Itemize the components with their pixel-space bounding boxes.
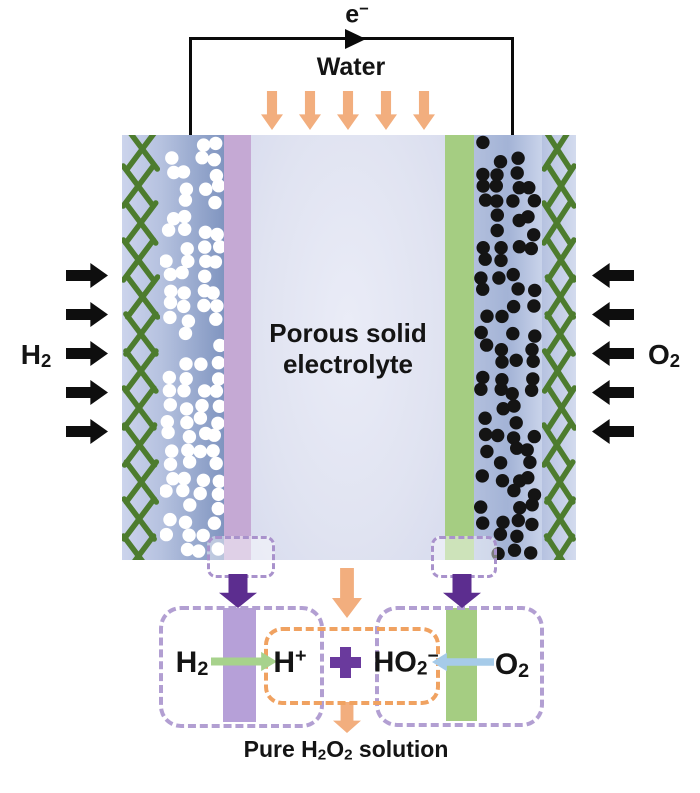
cathode-flow-field-mesh	[542, 135, 576, 560]
cem-zoom-arrow-icon	[219, 574, 257, 608]
plus-icon: +	[330, 647, 361, 678]
o2-inflow-arrow-icon	[592, 341, 634, 366]
h2-feed-label: H2	[20, 339, 52, 371]
h2-inflow-arrow-icon	[66, 263, 108, 288]
porous-solid-electrolyte-region: Porous solid electrolyte	[251, 135, 445, 560]
cathode-reaction-box	[375, 606, 544, 727]
electrolyte-label: Porous solid electrolyte	[269, 318, 427, 379]
product-outflow-arrow-icon	[333, 702, 361, 733]
anode-reaction-box	[159, 606, 324, 728]
reaction-ho2-label: HO2−	[373, 646, 439, 680]
o2-inflow-arrow-icon	[592, 302, 634, 327]
h2-inflow-arrow-icon	[66, 380, 108, 405]
h2-inflow-arrow-icon	[66, 341, 108, 366]
catalyst-particles-icon	[160, 136, 224, 558]
o2-feed-label: O2	[647, 339, 681, 371]
reaction-h2-label: H2	[175, 646, 209, 681]
cation-exchange-layer	[224, 135, 251, 560]
cem-callout-box	[207, 536, 275, 578]
h2-inflow-arrow-icon	[66, 302, 108, 327]
product-label: Pure H2O2 solution	[243, 736, 449, 764]
water-label: Water	[316, 53, 386, 81]
mesh-x-pattern-icon	[122, 135, 160, 560]
h2-inflow-arrow-icon	[66, 419, 108, 444]
reaction-hplus-label: H+	[273, 645, 307, 679]
electron-label: e−	[345, 0, 369, 29]
o2-inflow-arrow-icon	[592, 380, 634, 405]
anode-flow-field-mesh	[122, 135, 160, 560]
electrochemical-cell: Porous solid electrolyte	[122, 135, 576, 560]
reaction-o2-label: O2	[494, 648, 530, 683]
o2-inflow-arrow-icon	[592, 419, 634, 444]
cathode-catalyst-layer	[474, 135, 542, 560]
electron-flow-arrowhead-icon	[345, 29, 366, 49]
anion-exchange-layer	[445, 135, 474, 560]
o2-inflow-arrow-icon	[592, 263, 634, 288]
water-flow-arrow-icon	[332, 568, 362, 618]
mesh-x-pattern-icon	[542, 135, 576, 560]
aem-callout-box	[431, 536, 497, 578]
catalyst-particles-icon	[474, 135, 542, 560]
anode-catalyst-layer	[160, 135, 224, 560]
aem-zoom-arrow-icon	[443, 574, 481, 608]
